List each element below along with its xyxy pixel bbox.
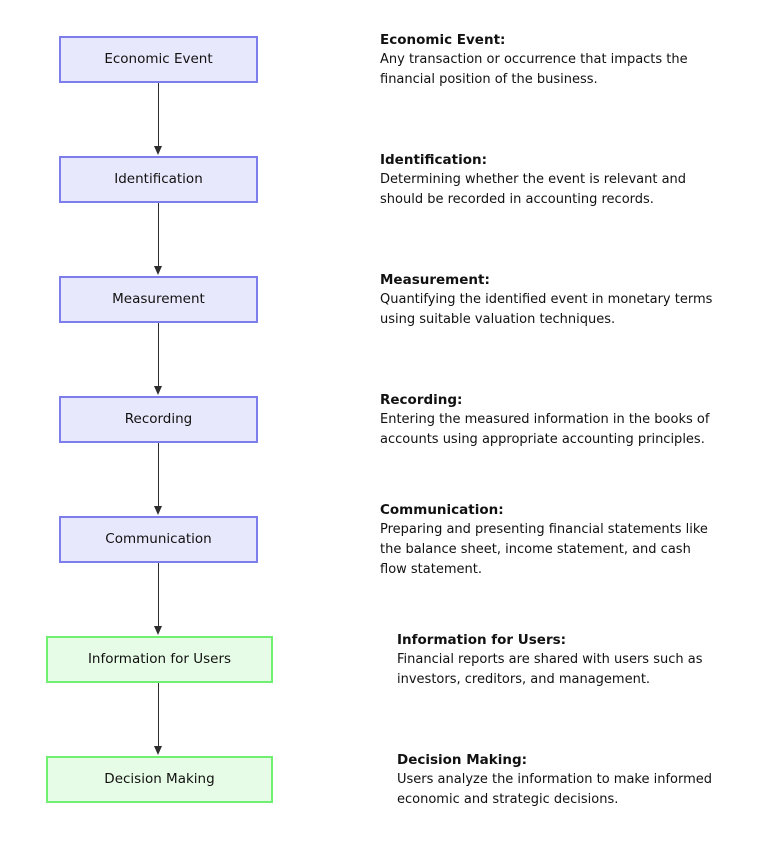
description-line: economic and strategic decisions. (397, 792, 619, 807)
flow-node-communication: Communication (59, 516, 258, 563)
flow-node-label: Economic Event (104, 50, 213, 67)
flow-node-measurement: Measurement (59, 276, 258, 323)
description-communication: Communication: Preparing and presenting … (380, 480, 750, 600)
description-heading: Measurement: (380, 272, 490, 288)
description-recording: Recording: Entering the measured informa… (380, 360, 750, 480)
description-information-for-users: Information for Users: Financial reports… (397, 600, 763, 720)
flow-node-information-for-users: Information for Users (46, 636, 273, 683)
description-line: accounts using appropriate accounting pr… (380, 432, 705, 447)
description-line: Preparing and presenting financial state… (380, 522, 708, 537)
description-heading: Information for Users: (397, 632, 567, 648)
description-identification: Identification: Determining whether the … (380, 120, 750, 240)
description-economic-event: Economic Event: Any transaction or occur… (380, 0, 750, 120)
flow-arrow-down-icon (149, 323, 168, 396)
flow-node-label: Identification (114, 170, 203, 187)
description-decision-making: Decision Making: Users analyze the infor… (397, 720, 763, 840)
flow-node-label: Measurement (112, 290, 205, 307)
description-line: Determining whether the event is relevan… (380, 172, 687, 187)
description-heading: Economic Event: (380, 32, 506, 48)
description-line: Financial reports are shared with users … (397, 652, 703, 667)
flow-node-label: Decision Making (104, 770, 215, 787)
flow-node-decision-making: Decision Making (46, 756, 273, 803)
flow-arrow-down-icon (149, 683, 168, 756)
description-heading: Identification: (380, 152, 488, 168)
description-line: investors, creditors, and management. (397, 672, 651, 687)
description-heading: Recording: (380, 392, 463, 408)
description-line: Quantifying the identified event in mone… (380, 292, 713, 307)
flow-arrow-down-icon (149, 83, 168, 156)
description-heading: Decision Making: (397, 752, 528, 768)
description-line: flow statement. (380, 562, 482, 577)
flow-node-label: Communication (105, 530, 212, 547)
description-line: the balance sheet, income statement, and… (380, 542, 691, 557)
flow-node-economic-event: Economic Event (59, 36, 258, 83)
flow-arrow-down-icon (149, 203, 168, 276)
description-line: Users analyze the information to make in… (397, 772, 713, 787)
description-line: Entering the measured information in the… (380, 412, 710, 427)
flow-arrow-down-icon (149, 443, 168, 516)
description-line: using suitable valuation techniques. (380, 312, 616, 327)
flow-node-label: Recording (124, 410, 193, 427)
description-line: Any transaction or occurrence that impac… (380, 52, 688, 67)
flow-arrow-down-icon (149, 563, 168, 636)
flow-node-label: Information for Users (87, 650, 232, 667)
flow-node-recording: Recording (59, 396, 258, 443)
description-line: financial position of the business. (380, 72, 598, 87)
description-heading: Communication: (380, 502, 504, 518)
description-measurement: Measurement: Quantifying the identified … (380, 240, 750, 360)
flow-node-identification: Identification (59, 156, 258, 203)
description-line: should be recorded in accounting records… (380, 192, 654, 207)
